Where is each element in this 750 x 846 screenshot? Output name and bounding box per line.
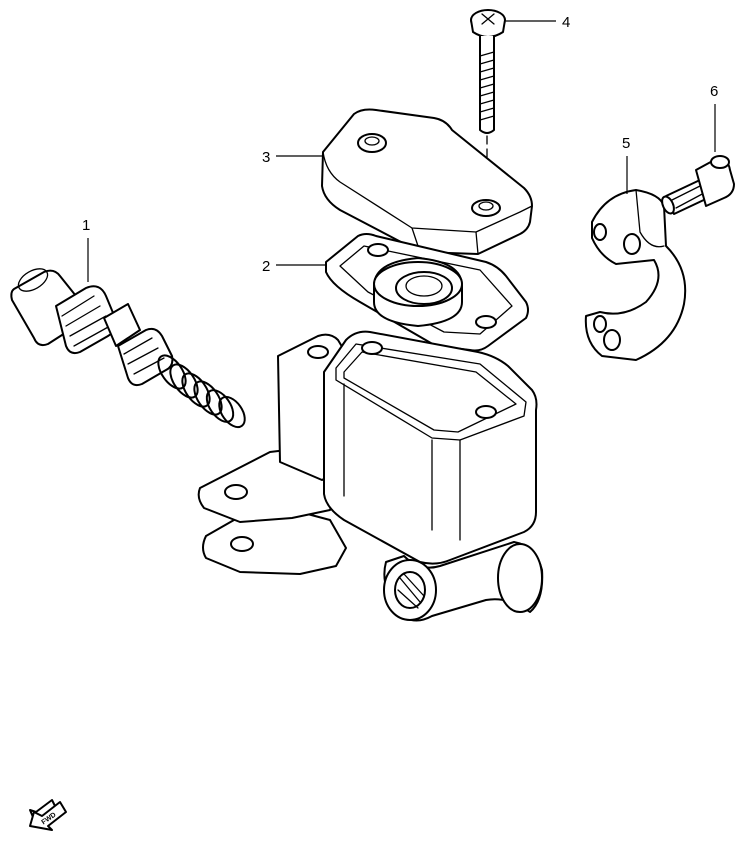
- master-cylinder-body: [197, 330, 544, 622]
- clamp-bolt: [661, 155, 735, 215]
- callout-2: 2: [262, 258, 326, 275]
- svg-text:6: 6: [710, 83, 718, 100]
- callout-5: 5: [622, 135, 630, 194]
- callout-1: 1: [82, 217, 90, 282]
- svg-text:5: 5: [622, 135, 630, 152]
- callout-3: 3: [262, 149, 324, 166]
- callout-6: 6: [710, 83, 718, 152]
- return-spring: [157, 354, 246, 429]
- cover-screw: [470, 9, 506, 211]
- diaphragm-plate: [325, 233, 529, 352]
- svg-text:3: 3: [262, 149, 270, 166]
- svg-text:2: 2: [262, 258, 270, 275]
- reservoir-cover: [321, 108, 533, 255]
- svg-text:1: 1: [82, 217, 90, 234]
- handlebar-clamp: [584, 189, 687, 361]
- svg-text:4: 4: [562, 14, 570, 31]
- piston-spring-assembly: [10, 268, 246, 429]
- callout-4: 4: [506, 14, 570, 31]
- fwd-direction-arrow-icon: FWD: [29, 799, 67, 831]
